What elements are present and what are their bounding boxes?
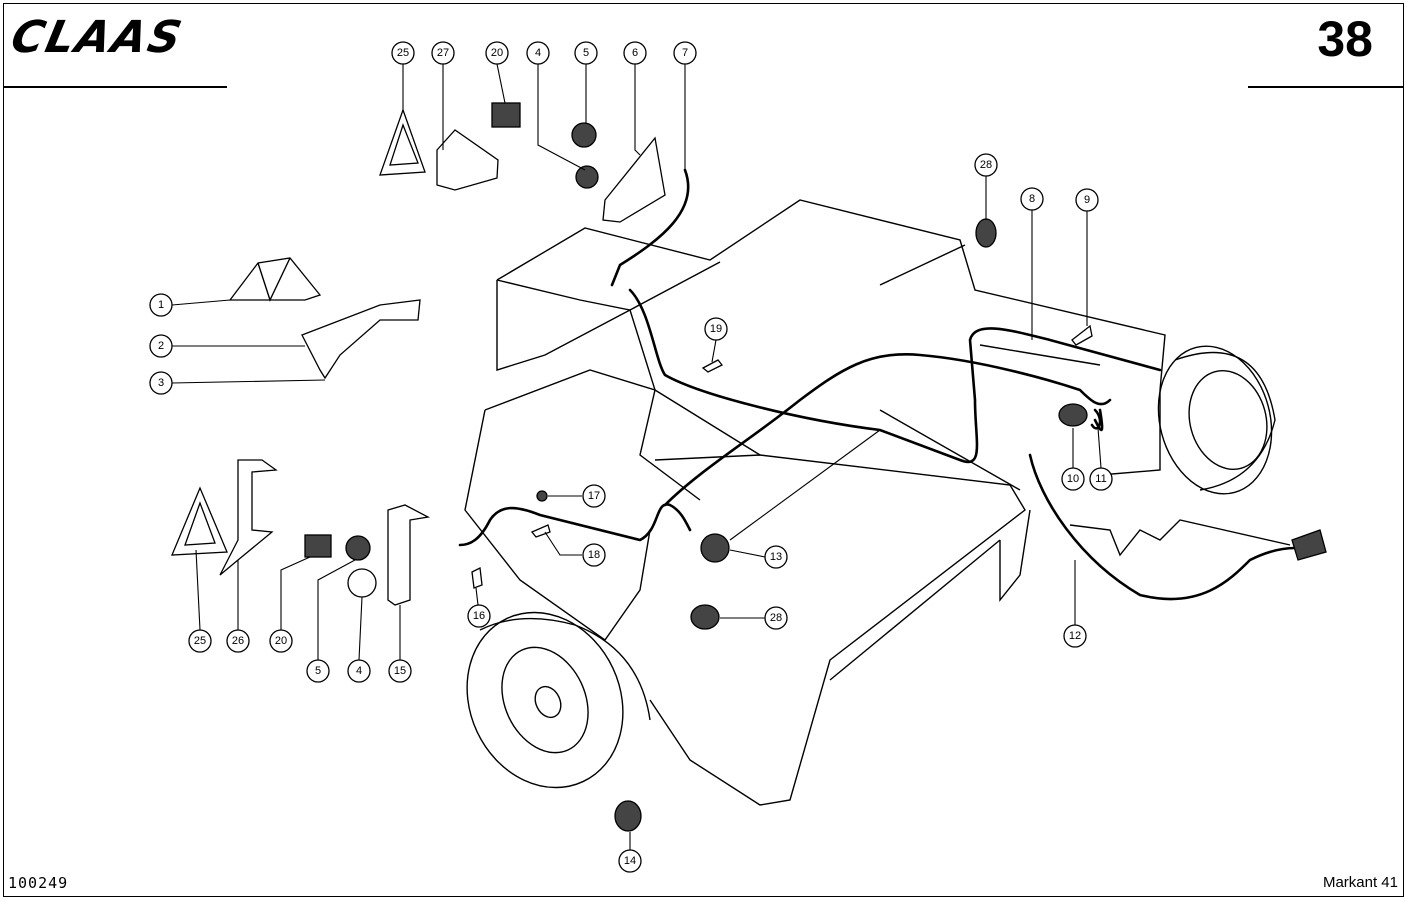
svg-text:12: 12 <box>1069 630 1081 642</box>
callout: 17 <box>582 484 606 508</box>
callout: 10 <box>1061 467 1085 491</box>
reference-number: 100249 <box>8 874 69 892</box>
reflector-bottom <box>690 604 720 630</box>
wiring-harness <box>458 168 1297 601</box>
callout: 8 <box>1020 187 1044 211</box>
page-number: 38 <box>1317 11 1373 67</box>
header-rule-right <box>1248 86 1404 88</box>
callout: 12 <box>1063 624 1087 648</box>
reflector-14 <box>614 800 642 832</box>
wheel-chock <box>228 257 322 301</box>
callout: 5 <box>574 41 598 65</box>
callout: 27 <box>431 41 455 65</box>
svg-text:16: 16 <box>473 610 485 622</box>
svg-text:20: 20 <box>491 47 503 59</box>
svg-text:28: 28 <box>770 612 782 624</box>
callout: 1 <box>149 293 173 317</box>
lens-bottom <box>347 568 377 598</box>
model-name: Markant 41 <box>1322 874 1398 891</box>
callout: 9 <box>1075 188 1099 212</box>
svg-text:14: 14 <box>624 855 636 867</box>
parts <box>171 102 1327 832</box>
callout: 25 <box>188 629 212 653</box>
bracket-6 <box>602 136 666 223</box>
callout: 28 <box>764 606 788 630</box>
svg-text:17: 17 <box>588 490 600 502</box>
callout: 2 <box>149 334 173 358</box>
callout: 26 <box>226 629 250 653</box>
lens-top <box>575 165 599 189</box>
machine-body <box>464 199 1291 806</box>
socket-10 <box>1058 403 1088 427</box>
callout: 20 <box>269 629 293 653</box>
svg-text:4: 4 <box>535 47 541 59</box>
svg-text:2: 2 <box>158 340 164 352</box>
callout: 4 <box>526 41 550 65</box>
callout: 28 <box>974 153 998 177</box>
svg-text:9: 9 <box>1084 194 1090 206</box>
svg-text:11: 11 <box>1095 473 1106 485</box>
callout: 19 <box>704 317 728 341</box>
callout: 20 <box>485 41 509 65</box>
callout: 5 <box>306 659 330 683</box>
bracket-15 <box>387 504 431 606</box>
relay-bottom <box>304 534 332 558</box>
svg-text:10: 10 <box>1067 473 1079 485</box>
grommet-17 <box>536 490 548 502</box>
clip-16 <box>471 567 483 589</box>
svg-text:6: 6 <box>632 47 638 59</box>
svg-text:25: 25 <box>397 47 409 59</box>
bracket-26 <box>219 459 278 576</box>
rear-wheel <box>1157 345 1276 495</box>
reflector-top <box>975 218 997 248</box>
callout: 6 <box>623 41 647 65</box>
svg-text:4: 4 <box>356 665 362 677</box>
svg-text:15: 15 <box>394 665 406 677</box>
svg-text:1: 1 <box>158 299 164 311</box>
callout: 11 <box>1089 467 1113 491</box>
callout: 7 <box>673 41 697 65</box>
callout: 14 <box>618 849 642 873</box>
svg-text:20: 20 <box>275 635 287 647</box>
callout: 4 <box>347 659 371 683</box>
tail-lamp-13 <box>700 533 730 563</box>
callout: 15 <box>388 659 412 683</box>
lamp-top <box>571 122 597 148</box>
leader-lines <box>171 63 1102 850</box>
bracket-27 <box>436 129 499 191</box>
svg-text:18: 18 <box>588 549 600 561</box>
callout: 3 <box>149 371 173 395</box>
cable-11 <box>1090 408 1102 430</box>
clip-18 <box>530 524 551 538</box>
clip-19 <box>701 359 724 373</box>
svg-text:5: 5 <box>315 665 321 677</box>
relay-top <box>491 102 521 128</box>
clip-9 <box>1071 324 1093 346</box>
header-rule-left <box>3 86 227 88</box>
lamp-bottom <box>345 535 371 561</box>
svg-text:8: 8 <box>1029 193 1035 205</box>
svg-text:13: 13 <box>770 551 782 563</box>
svg-text:26: 26 <box>232 635 244 647</box>
svg-text:19: 19 <box>710 323 722 335</box>
front-wheel <box>466 611 651 789</box>
svg-text:25: 25 <box>194 635 206 647</box>
svg-text:27: 27 <box>437 47 449 59</box>
callout: 16 <box>467 604 491 628</box>
callouts: 25 27 20 4 5 6 7 28 8 9 1 2 3 19 10 11 1… <box>149 41 1113 873</box>
svg-text:28: 28 <box>980 159 992 171</box>
svg-text:5: 5 <box>583 47 589 59</box>
chock-holder <box>301 299 421 380</box>
callout: 18 <box>582 543 606 567</box>
callout: 13 <box>764 545 788 569</box>
svg-text:7: 7 <box>682 47 688 59</box>
callout: 25 <box>391 41 415 65</box>
page-frame <box>3 3 1404 897</box>
svg-text:3: 3 <box>158 377 164 389</box>
plug-12 <box>1291 529 1327 561</box>
